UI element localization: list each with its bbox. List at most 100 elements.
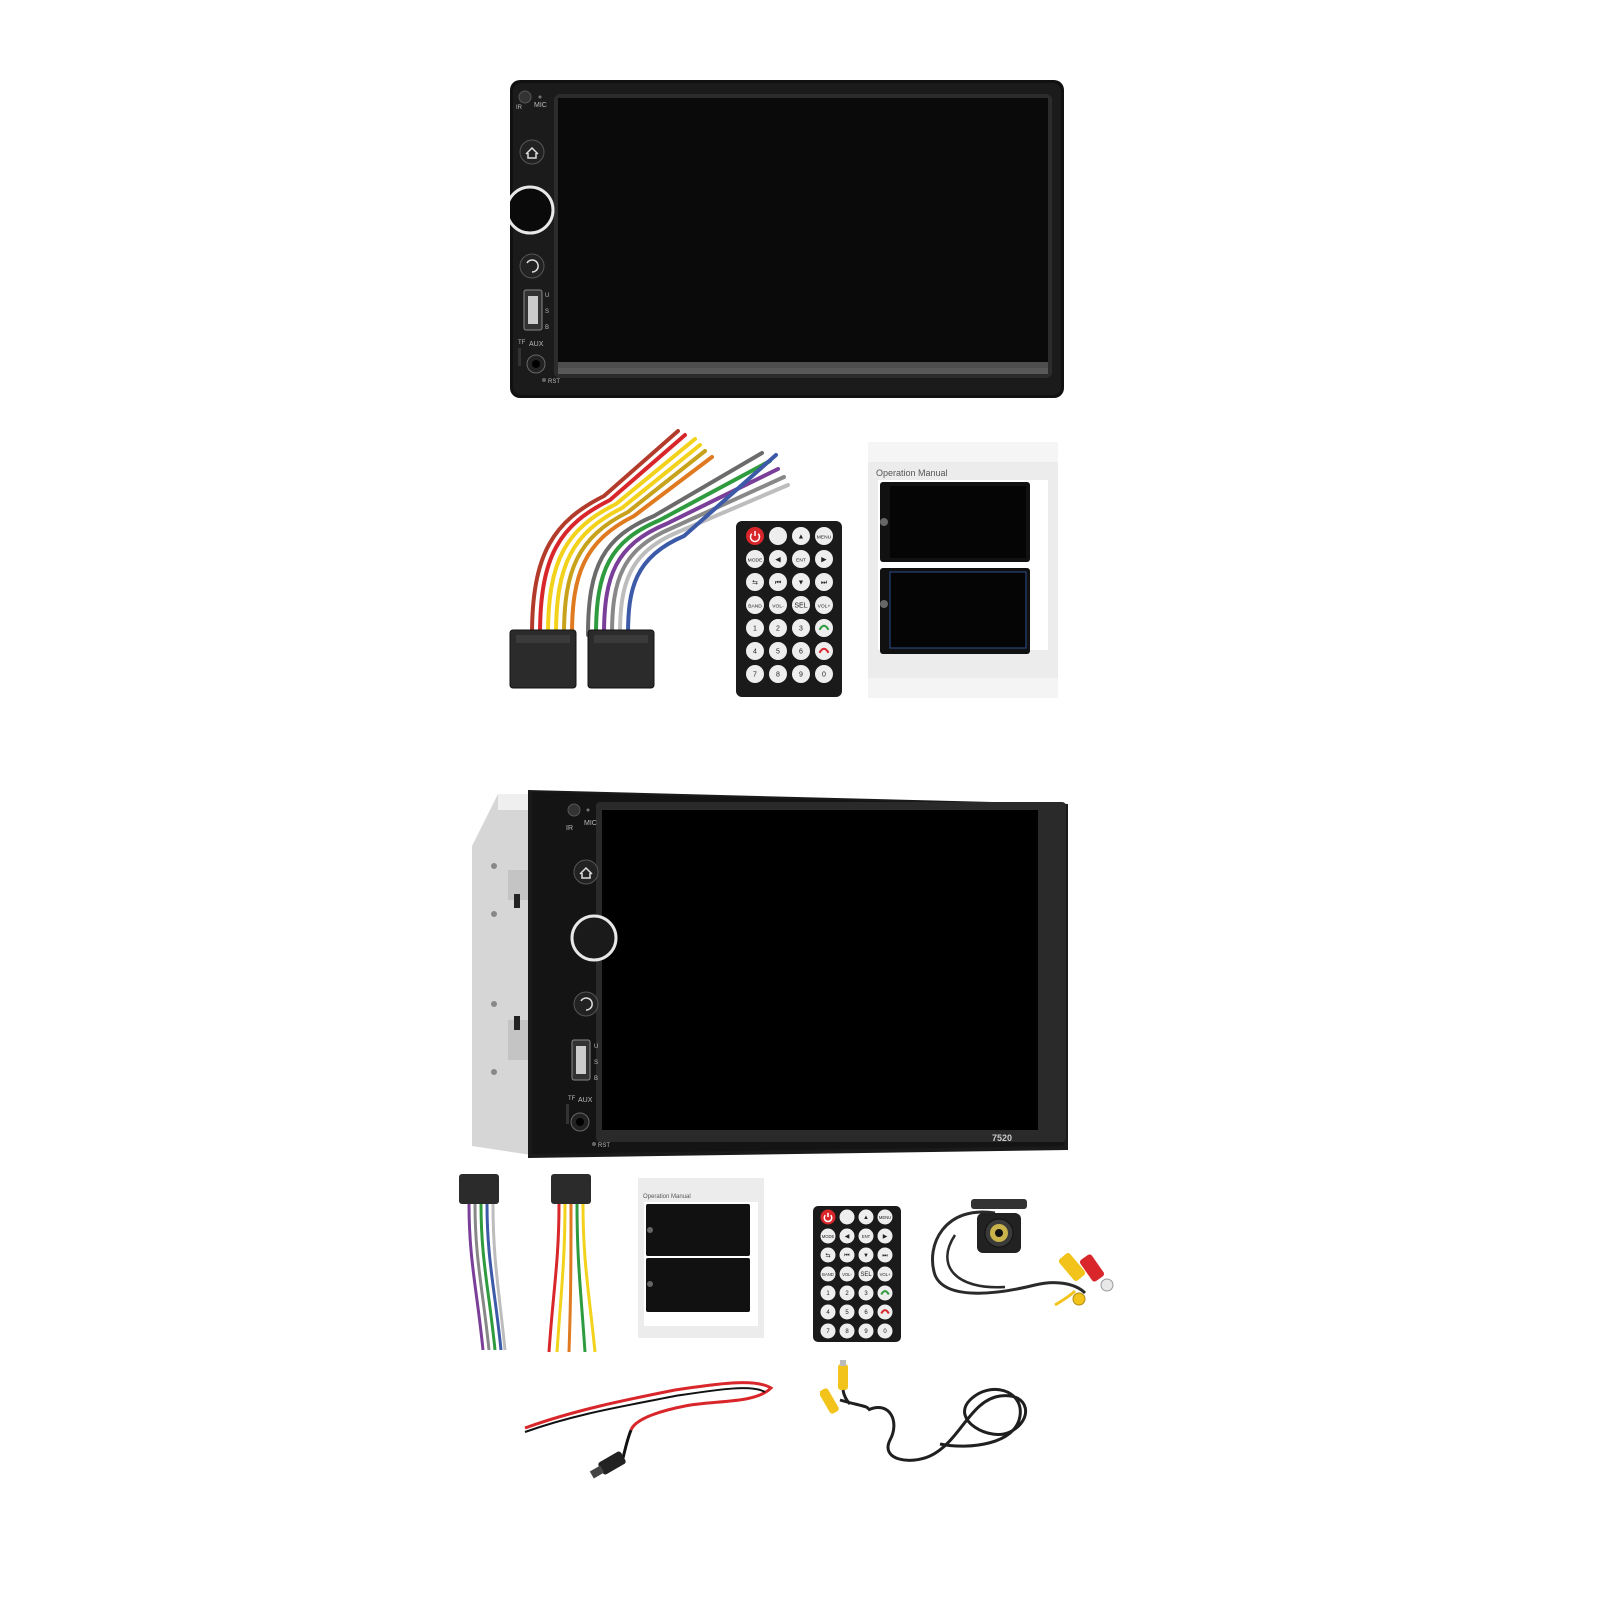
remote-key-label: VOL- [842,1272,852,1277]
label-mic: MIC [534,102,547,109]
remote-key[interactable] [746,665,764,683]
phone-hangup-icon [818,647,830,654]
reset-button[interactable] [542,378,546,382]
remote-key-label: 9 [799,671,803,678]
remote-key-label: ▲ [798,533,805,540]
remote-key[interactable] [769,596,787,614]
remote-key[interactable] [792,573,810,591]
remote-key[interactable] [858,1228,874,1244]
remote-key[interactable] [839,1247,855,1263]
label-usb-b: B [594,1076,598,1082]
remote-key-label: MODE [822,1234,835,1239]
remote-key[interactable] [769,527,787,545]
label-usb-s: S [545,309,549,315]
remote-key-label: VOL+ [818,603,831,609]
label-usb-s: S [594,1060,598,1066]
operation-manual-bottom: Operation Manual [638,1178,764,1338]
remote-key[interactable] [820,1228,836,1244]
volume-knob[interactable] [510,185,555,235]
remote-key[interactable] [877,1247,893,1263]
remote-key[interactable] [815,527,833,545]
remote-key[interactable] [877,1323,893,1339]
remote-key[interactable] [820,1285,836,1301]
remote-key[interactable] [746,573,764,591]
remote-key[interactable] [769,550,787,568]
volume-knob[interactable] [570,914,618,962]
ir-sensor-icon [567,803,581,817]
home-button[interactable] [573,859,599,885]
remote-key-label: 8 [776,671,780,678]
head-unit-top: IR MIC U S B TF AUX RST [510,80,1064,398]
remote-key-label: SEL [794,602,807,609]
call-key-icon[interactable] [815,619,833,637]
label-usb-b: B [545,325,549,331]
remote-key[interactable] [792,665,810,683]
remote-key[interactable] [746,642,764,660]
remote-key[interactable] [858,1323,874,1339]
remote-key[interactable] [820,1323,836,1339]
remote-key-label: 2 [776,625,780,632]
remote-key[interactable] [839,1285,855,1301]
phone-call-icon [880,1290,890,1296]
remote-key-label: 9 [864,1329,868,1335]
remote-key[interactable] [746,619,764,637]
remote-key[interactable] [746,550,764,568]
ir-sensor-icon [518,90,532,104]
remote-key[interactable] [815,550,833,568]
remote-key-label: ENT [796,557,806,563]
manual-title: Operation Manual [643,1194,691,1200]
hangup-key-icon[interactable] [815,642,833,660]
remote-key[interactable] [769,642,787,660]
remote-key[interactable] [815,573,833,591]
remote-key[interactable] [839,1266,855,1282]
remote-key[interactable] [820,1247,836,1263]
reset-button[interactable] [592,1142,596,1146]
dc-plug [598,1451,626,1475]
remote-key[interactable] [877,1209,893,1225]
remote-key[interactable] [792,642,810,660]
remote-key[interactable] [858,1266,874,1282]
call-key-icon[interactable] [877,1285,893,1301]
remote-key[interactable] [839,1304,855,1320]
remote-key[interactable] [820,1304,836,1320]
remote-key[interactable] [815,665,833,683]
back-button[interactable] [519,253,545,279]
remote-key[interactable] [858,1285,874,1301]
remote-key[interactable] [858,1247,874,1263]
remote-key-label: ▼ [863,1253,869,1259]
remote-key-label: 5 [776,648,780,655]
remote-key-label: ⏭ [882,1253,888,1259]
remote-key[interactable] [839,1228,855,1244]
remote-key[interactable] [792,596,810,614]
remote-key[interactable] [858,1209,874,1225]
remote-key[interactable] [746,596,764,614]
remote-key[interactable] [877,1266,893,1282]
home-button[interactable] [519,139,545,165]
remote-key[interactable] [792,619,810,637]
remote-key[interactable] [769,665,787,683]
back-button[interactable] [573,991,599,1017]
remote-key-label: ◀ [845,1234,850,1240]
label-ir: IR [516,105,523,111]
remote-key[interactable] [839,1323,855,1339]
remote-key[interactable] [858,1304,874,1320]
remote-key[interactable] [792,550,810,568]
remote-key-label: 0 [883,1329,887,1335]
wiring-harness-bottom-right [547,1174,597,1353]
remote-key[interactable] [839,1209,855,1225]
remote-key[interactable] [769,619,787,637]
hangup-key-icon[interactable] [877,1304,893,1320]
screen[interactable] [602,810,1038,1130]
label-tf: TF [518,340,526,346]
remote-key[interactable] [769,573,787,591]
remote-key[interactable] [820,1266,836,1282]
label-aux: AUX [578,1097,593,1104]
remote-key-label: 7 [826,1329,830,1335]
remote-key[interactable] [792,527,810,545]
rca-video-cable [820,1360,1027,1462]
remote-key[interactable] [815,596,833,614]
label-rst: RST [548,379,560,385]
remote-key[interactable] [877,1228,893,1244]
remote-key-label: 1 [826,1291,830,1297]
